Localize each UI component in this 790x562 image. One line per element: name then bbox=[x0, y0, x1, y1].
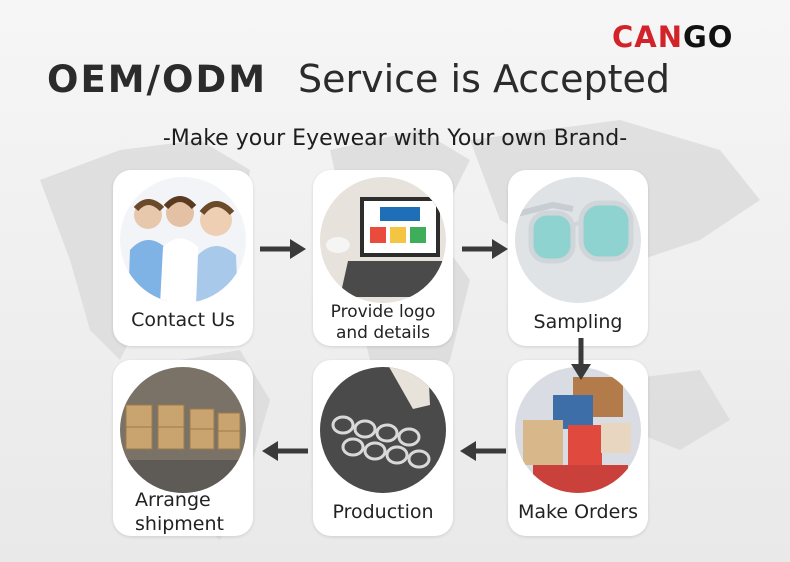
step-label-make-orders: Make Orders bbox=[508, 501, 648, 523]
laptop-logo-icon bbox=[318, 175, 448, 305]
arrow-left-icon bbox=[458, 438, 508, 464]
title-oem-odm: OEM/ODM bbox=[47, 58, 267, 101]
eyewear-production-icon bbox=[318, 365, 448, 495]
page-title: OEM/ODM Service is Accepted bbox=[0, 52, 790, 108]
step-label-provide-logo-line1: Provide logo bbox=[313, 302, 453, 323]
step-card-sampling: Sampling bbox=[508, 170, 648, 346]
warehouse-cartons-icon bbox=[118, 365, 248, 495]
brand-logo-part2: GO bbox=[683, 20, 733, 54]
brand-logo: CANGO bbox=[612, 20, 733, 54]
shopping-boxes-icon bbox=[513, 365, 643, 495]
step-card-provide-logo: Provide logo and details bbox=[313, 170, 453, 346]
step-label-provide-logo: Provide logo and details bbox=[313, 302, 453, 344]
call-center-agents-icon bbox=[118, 175, 248, 305]
step-card-contact-us: Contact Us bbox=[113, 170, 253, 346]
step-card-arrange-shipment: Arrange shipment bbox=[113, 360, 253, 536]
page-subtitle: -Make your Eyewear with Your own Brand- bbox=[0, 126, 790, 151]
step-label-contact-us: Contact Us bbox=[113, 309, 253, 331]
step-label-provide-logo-line2: and details bbox=[313, 323, 453, 344]
arrow-right-icon bbox=[258, 236, 308, 262]
step-label-arrange-shipment-line1: Arrange bbox=[113, 488, 253, 512]
brand-logo-part1: CAN bbox=[612, 20, 683, 54]
step-card-production: Production bbox=[313, 360, 453, 536]
step-label-arrange-shipment-line2: shipment bbox=[113, 512, 253, 536]
title-service-accepted: Service is Accepted bbox=[298, 57, 670, 101]
step-label-production: Production bbox=[313, 501, 453, 523]
step-label-arrange-shipment: Arrange shipment bbox=[113, 488, 253, 536]
sunglasses-icon bbox=[513, 175, 643, 305]
arrow-left-icon bbox=[260, 438, 310, 464]
step-card-make-orders: Make Orders bbox=[508, 360, 648, 536]
arrow-right-icon bbox=[460, 236, 510, 262]
arrow-down-icon bbox=[568, 336, 594, 382]
step-label-sampling: Sampling bbox=[508, 311, 648, 333]
